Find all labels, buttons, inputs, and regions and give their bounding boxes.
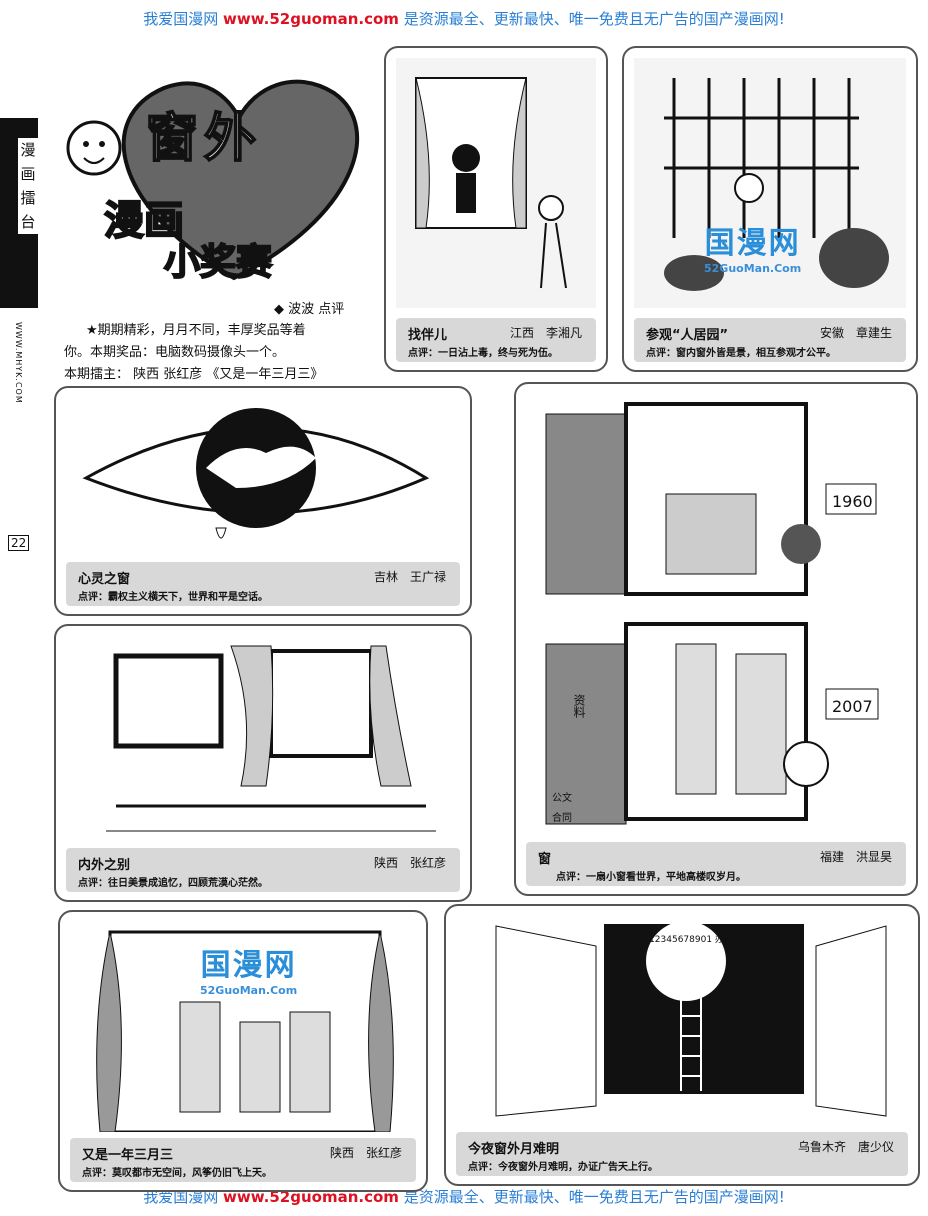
heading-subtitle-1: 漫画 [103,197,185,245]
cartoon-panel-3: 心灵之窗 吉林 王广禄 点评：霸权主义横天下，世界和平是空话。 [54,386,472,616]
caption: 窗 福建 洪显昊 点评：一扇小窗看世界，平地高楼叹岁月。 [526,842,906,886]
banner-link[interactable]: www.52guoman.com [223,10,399,28]
sidebar: 漫 画 擂 台 [0,118,38,308]
top-banner: 我爱国漫网 www.52guoman.com 是资源最全、更新最快、唯一免费且无… [143,10,785,28]
cartoon-panel-6: 国漫网 52GuoMan.Com 又是一年三月三 陕西 张红彦 点评：莫叹都市无… [58,910,428,1192]
cartoon-panel-4: 1960 2007 资料 公文 合同 窗 福建 洪显昊 点评：一扇小窗看世界，平… [514,382,918,896]
caption: 今夜窗外月难明 乌鲁木齐 唐少仪 点评：今夜窗外月难明，办证广告天上行。 [456,1132,908,1176]
column-label: 漫 画 擂 台 [18,138,38,234]
banner-link[interactable]: www.52guoman.com [223,1188,399,1206]
caption: 参观“人居园” 安徽 章建生 点评：窗内窗外皆是景，相互参观才公平。 [634,318,906,362]
cartoon-art [70,922,416,1134]
cartoon-art [396,58,596,308]
cartoon-art [634,58,906,308]
cartoon-art: 1960 2007 资料 公文 合同 [526,394,906,834]
document-label: 资料 [572,694,586,718]
caption: 内外之别 陕西 张红彦 点评：往日美景成追忆，四顾荒漠心茫然。 [66,848,460,892]
heart-icon [66,79,359,281]
caption: 找伴儿 江西 李湘凡 点评：一日沾上毒，终与死为伍。 [396,318,596,362]
cartoon-panel-5: 内外之别 陕西 张红彦 点评：往日美景成追忆，四顾荒漠心茫然。 [54,624,472,902]
caption: 心灵之窗 吉林 王广禄 点评：霸权主义横天下，世界和平是空话。 [66,562,460,606]
heading-subtitle-2: 小奖赛 [163,241,273,284]
heading-title: 窗外 [145,108,263,170]
page-number: 22 [8,535,30,551]
year-label-2007: 2007 [832,697,873,716]
cartoon-art [66,398,460,553]
watermark: 国漫网 52GuoMan.Com [704,226,802,275]
contest-heading: 窗外 漫画 小奖赛 ◆ 波波 点评 [54,48,374,317]
year-label-1960: 1960 [832,492,873,511]
sidebar-url: WWW.MHYK.COM [14,322,23,404]
reviewer: ◆ 波波 点评 [274,302,345,317]
intro-text: ★期期精彩，月月不同，丰厚奖品等着 你。本期奖品：电脑数码摄像头一个。 本期擂主… [64,323,324,382]
cartoon-panel-7: 12345678901 办证 今夜窗外月难明 乌鲁木齐 唐少仪 点评：今夜窗外月… [444,904,920,1186]
cartoon-panel-1: 找伴儿 江西 李湘凡 点评：一日沾上毒，终与死为伍。 [384,46,608,372]
caption: 又是一年三月三 陕西 张红彦 点评：莫叹都市无空间，风筝仍旧飞上天。 [70,1138,416,1182]
cartoon-art: 12345678901 办证 [456,916,908,1124]
cartoon-art [66,636,460,841]
bottom-banner: 我爱国漫网 www.52guoman.com 是资源最全、更新最快、唯一免费且无… [143,1188,785,1206]
document-label: 公文 [552,793,572,804]
watermark: 国漫网 52GuoMan.Com [200,948,298,997]
cartoon-panel-2: 国漫网 52GuoMan.Com 参观“人居园” 安徽 章建生 点评：窗内窗外皆… [622,46,918,372]
moon-ad-text: 12345678901 办证 [649,935,733,945]
document-label: 合同 [552,813,572,824]
